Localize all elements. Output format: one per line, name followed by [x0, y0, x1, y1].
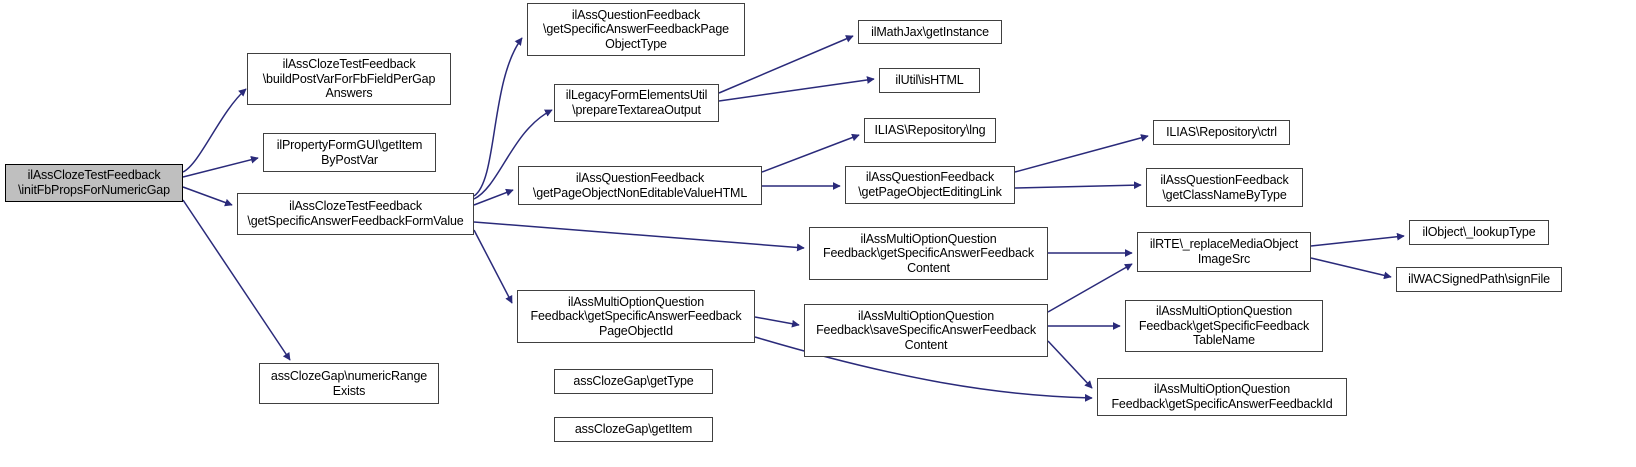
graph-node[interactable]: ilLegacyFormElementsUtil \prepareTextare…	[554, 84, 719, 122]
graph-node-label: ILIAS\Repository\ctrl	[1166, 125, 1277, 140]
graph-node[interactable]: assClozeGap\getItem	[554, 417, 713, 442]
call-edge	[1014, 134, 1149, 173]
call-edge	[473, 188, 514, 206]
call-edge	[718, 76, 875, 102]
graph-node-label: ilLegacyFormElementsUtil \prepareTextare…	[565, 88, 708, 117]
graph-node[interactable]: ilAssQuestionFeedback \getSpecificAnswer…	[527, 3, 745, 56]
graph-node-label: ilAssMultiOptionQuestion Feedback\getSpe…	[1111, 382, 1333, 411]
call-edge	[473, 229, 513, 304]
call-edge	[473, 37, 523, 197]
graph-node[interactable]: ILIAS\Repository\lng	[864, 118, 996, 143]
call-edge	[1047, 263, 1133, 313]
graph-node-label: ilMathJax\getInstance	[871, 24, 989, 39]
call-edge	[182, 155, 259, 178]
graph-node[interactable]: ilAssMultiOptionQuestion Feedback\saveSp…	[804, 304, 1048, 357]
graph-node[interactable]: ilAssMultiOptionQuestion Feedback\getSpe…	[1125, 300, 1323, 352]
graph-node-label: ilAssClozeTestFeedback \buildPostVarForF…	[262, 57, 436, 101]
graph-node[interactable]: ilRTE\_replaceMediaObject ImageSrc	[1137, 232, 1311, 272]
graph-node-label: assClozeGap\numericRange Exists	[270, 368, 428, 398]
graph-node[interactable]: ilMathJax\getInstance	[858, 20, 1002, 44]
graph-node[interactable]: ilAssMultiOptionQuestion Feedback\getSpe…	[809, 227, 1048, 280]
graph-node[interactable]: ilUtil\isHTML	[879, 68, 980, 93]
graph-node-label: ilUtil\isHTML	[895, 73, 964, 88]
graph-node[interactable]: ilAssQuestionFeedback \getPageObjectEdit…	[845, 166, 1015, 204]
graph-node-label: assClozeGap\getType	[573, 374, 694, 389]
graph-node[interactable]: assClozeGap\numericRange Exists	[259, 363, 439, 404]
graph-node-label: ilAssQuestionFeedback \getClassNameByTyp…	[1160, 172, 1289, 202]
graph-node-label: ilAssQuestionFeedback \getPageObjectNonE…	[532, 170, 748, 200]
graph-node-label: ilAssMultiOptionQuestion Feedback\saveSp…	[816, 308, 1036, 352]
call-edge	[1047, 340, 1093, 389]
graph-node[interactable]: ilObject\_lookupType	[1409, 220, 1549, 245]
graph-node[interactable]: ilAssClozeTestFeedback \getSpecificAnswe…	[237, 193, 474, 235]
graph-node-label: ilAssMultiOptionQuestion Feedback\getSpe…	[823, 231, 1034, 275]
graph-node-label: ilPropertyFormGUI\getItem ByPostVar	[276, 137, 423, 167]
call-edge	[1310, 257, 1392, 280]
graph-node-label: ilAssQuestionFeedback \getPageObjectEdit…	[858, 170, 1002, 199]
graph-node[interactable]: ilAssQuestionFeedback \getPageObjectNonE…	[518, 166, 762, 205]
graph-node[interactable]: ILIAS\Repository\ctrl	[1153, 120, 1290, 145]
call-edge	[182, 88, 247, 173]
graph-node-label: ilAssMultiOptionQuestion Feedback\getSpe…	[530, 294, 742, 338]
graph-node-label: ilWACSignedPath\signFile	[1408, 272, 1550, 287]
graph-node-label: ilAssClozeTestFeedback \getSpecificAnswe…	[247, 199, 464, 228]
graph-node[interactable]: assClozeGap\getType	[554, 369, 713, 394]
graph-node-label: ilAssMultiOptionQuestion Feedback\getSpe…	[1138, 304, 1310, 348]
call-edge	[754, 316, 800, 328]
graph-node-label: ILIAS\Repository\lng	[874, 123, 986, 138]
graph-node[interactable]: ilWACSignedPath\signFile	[1396, 267, 1562, 292]
graph-node-label: ilObject\_lookupType	[1422, 225, 1536, 240]
graph-node-label: ilRTE\_replaceMediaObject ImageSrc	[1149, 237, 1299, 266]
call-edge	[182, 186, 233, 207]
graph-node[interactable]: ilAssMultiOptionQuestion Feedback\getSpe…	[517, 290, 755, 343]
graph-node[interactable]: ilAssMultiOptionQuestion Feedback\getSpe…	[1097, 378, 1347, 416]
graph-node[interactable]: ilAssQuestionFeedback \getClassNameByTyp…	[1146, 168, 1303, 207]
call-edge	[1014, 181, 1142, 190]
graph-node-label: assClozeGap\getItem	[574, 422, 693, 437]
call-edge	[1310, 232, 1405, 247]
graph-node[interactable]: ilPropertyFormGUI\getItem ByPostVar	[263, 133, 436, 172]
graph-node[interactable]: ilAssClozeTestFeedback \buildPostVarForF…	[247, 53, 451, 105]
graph-node-root[interactable]: ilAssClozeTestFeedback \initFbPropsForNu…	[5, 164, 183, 202]
call-edge	[473, 221, 805, 252]
graph-node-label: ilAssQuestionFeedback \getSpecificAnswer…	[543, 7, 729, 51]
graph-node-label: ilAssClozeTestFeedback \initFbPropsForNu…	[18, 168, 170, 197]
